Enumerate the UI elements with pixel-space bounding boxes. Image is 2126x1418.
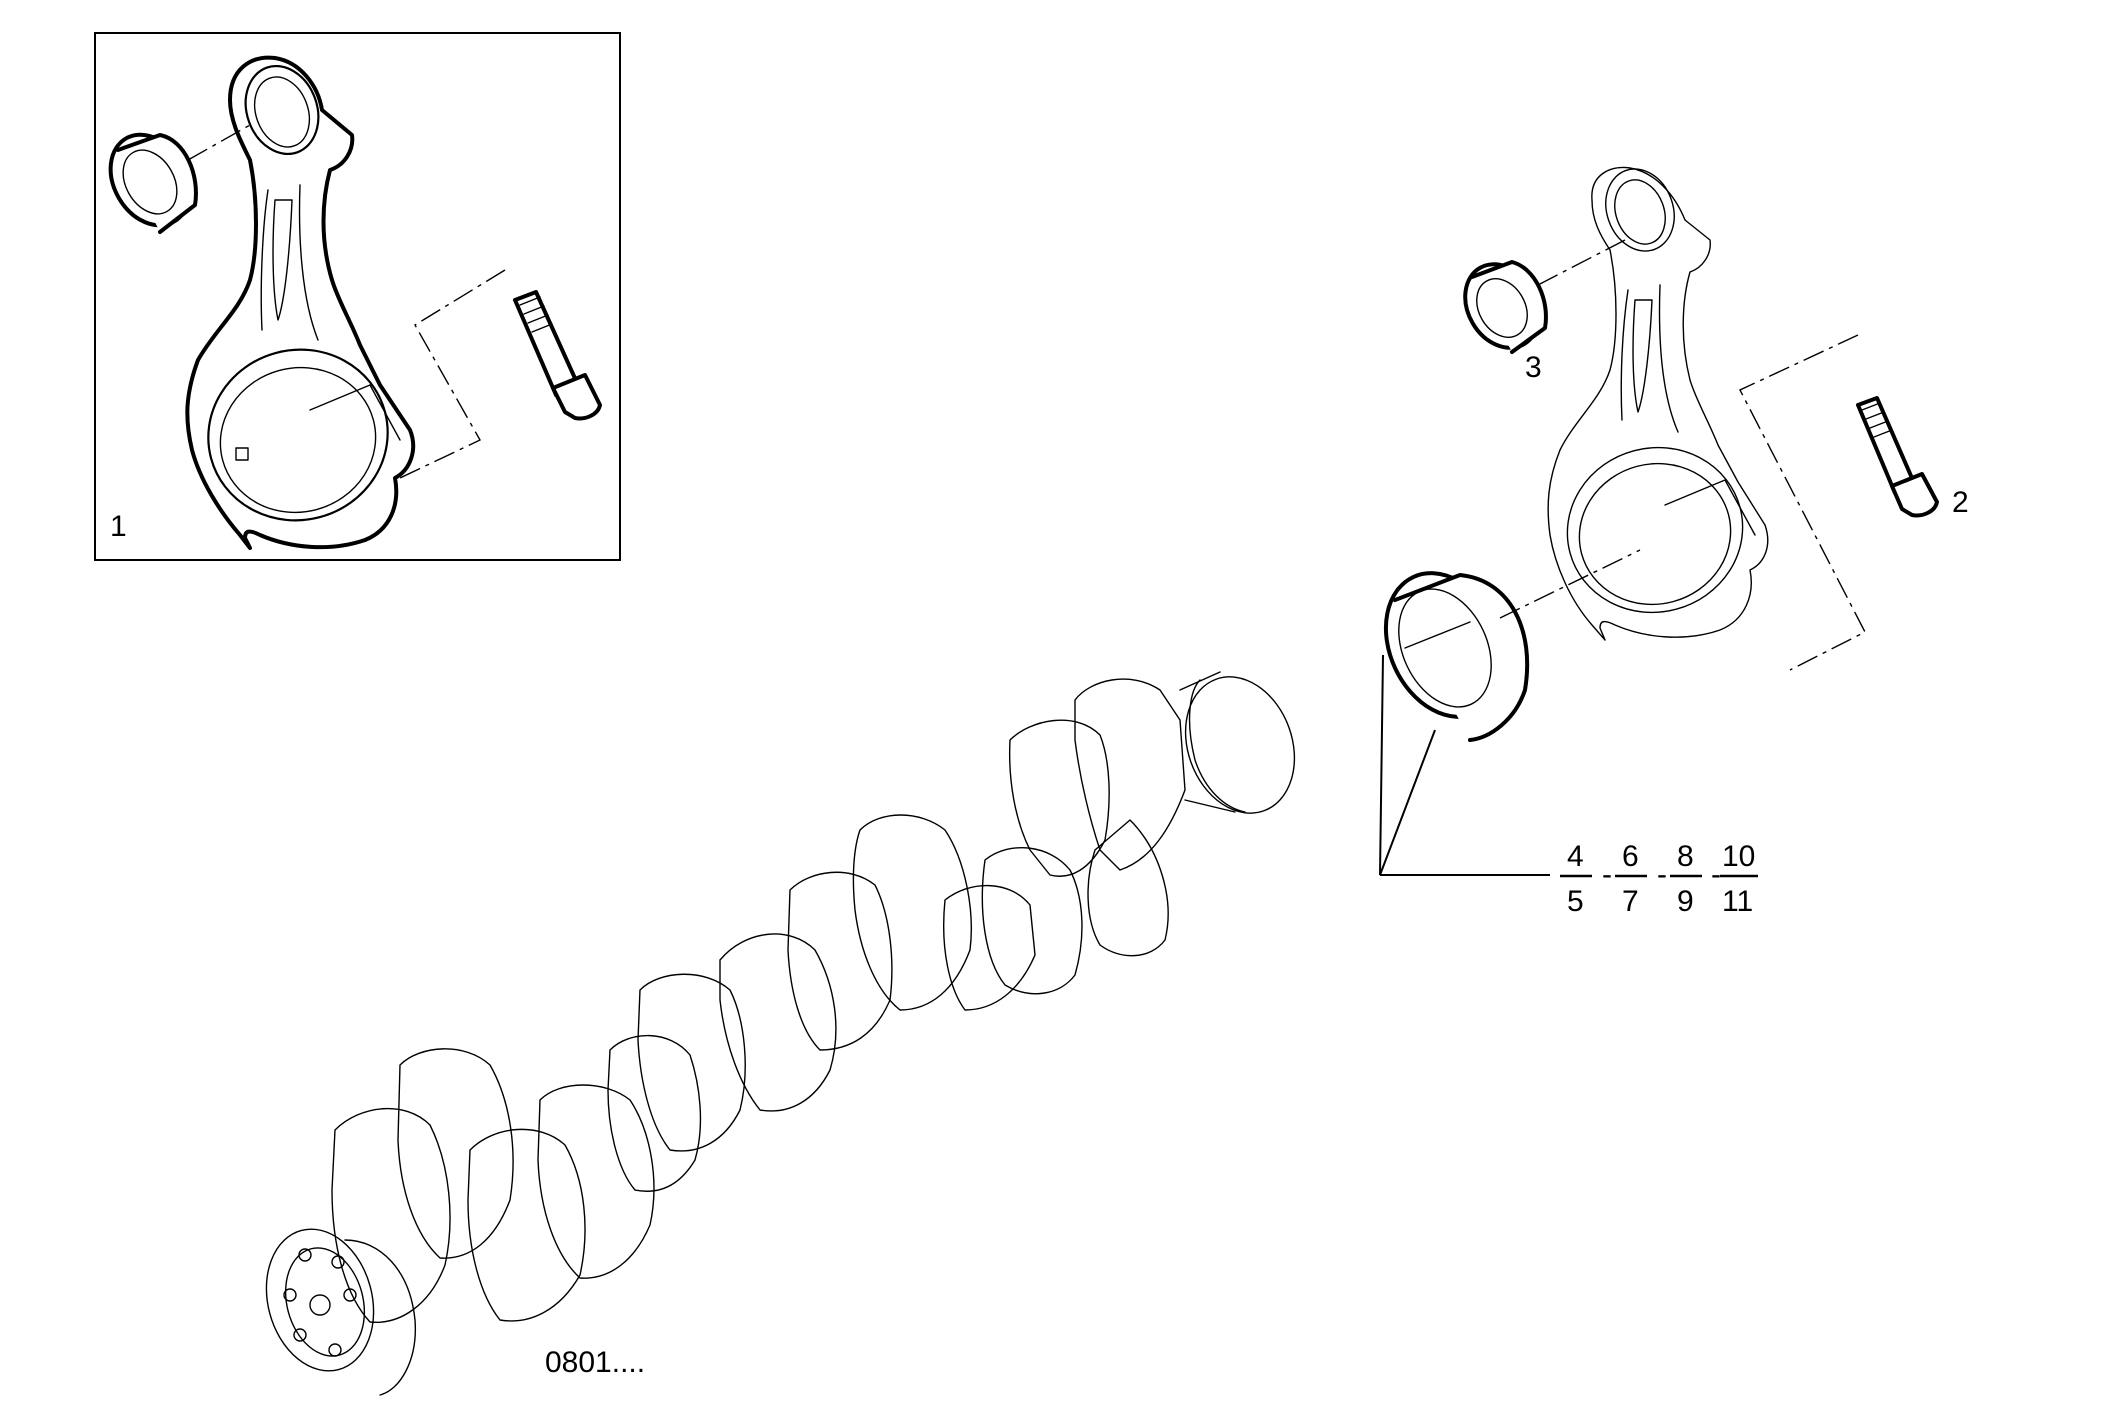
reference-code: 0801.... bbox=[545, 1346, 645, 1379]
callout-1: 1 bbox=[110, 510, 127, 543]
callout-9: 9 bbox=[1677, 885, 1694, 918]
callout-7: 7 bbox=[1622, 885, 1639, 918]
callout-3: 3 bbox=[1525, 351, 1542, 384]
big-end-bearing-shell bbox=[1383, 571, 1530, 742]
inset-bolt-axis bbox=[399, 269, 506, 479]
bushing-axis bbox=[1537, 239, 1626, 286]
inset-bushing-axis bbox=[187, 124, 251, 161]
inset-bushing bbox=[108, 132, 198, 234]
bearing-axis bbox=[1499, 549, 1641, 619]
crankshaft bbox=[265, 671, 1296, 1396]
callout-separator-3: - bbox=[1711, 858, 1721, 891]
callout-separator-1: - bbox=[1602, 858, 1612, 891]
inset-box: 1 bbox=[94, 32, 621, 561]
callout-5: 5 bbox=[1567, 885, 1584, 918]
callout-separator-2: - bbox=[1657, 858, 1667, 891]
bolt-axis bbox=[1739, 334, 1866, 671]
callout-8: 8 bbox=[1677, 840, 1694, 873]
inset-connecting-rod bbox=[185, 55, 416, 550]
conrod-bolt bbox=[1856, 396, 1939, 518]
callout-11: 11 bbox=[1722, 885, 1753, 918]
callout-2: 2 bbox=[1952, 486, 1969, 519]
bearing-callout-group: 4 5 - 6 7 - 8 9 - 10 11 bbox=[1560, 840, 1758, 918]
connecting-rod bbox=[1547, 166, 1769, 641]
callout-10: 10 bbox=[1722, 840, 1755, 873]
small-end-bushing bbox=[1463, 260, 1548, 354]
bearing-leader bbox=[1379, 654, 1550, 876]
callout-4: 4 bbox=[1567, 840, 1584, 873]
inset-bolt bbox=[513, 290, 602, 421]
callout-6: 6 bbox=[1622, 840, 1639, 873]
